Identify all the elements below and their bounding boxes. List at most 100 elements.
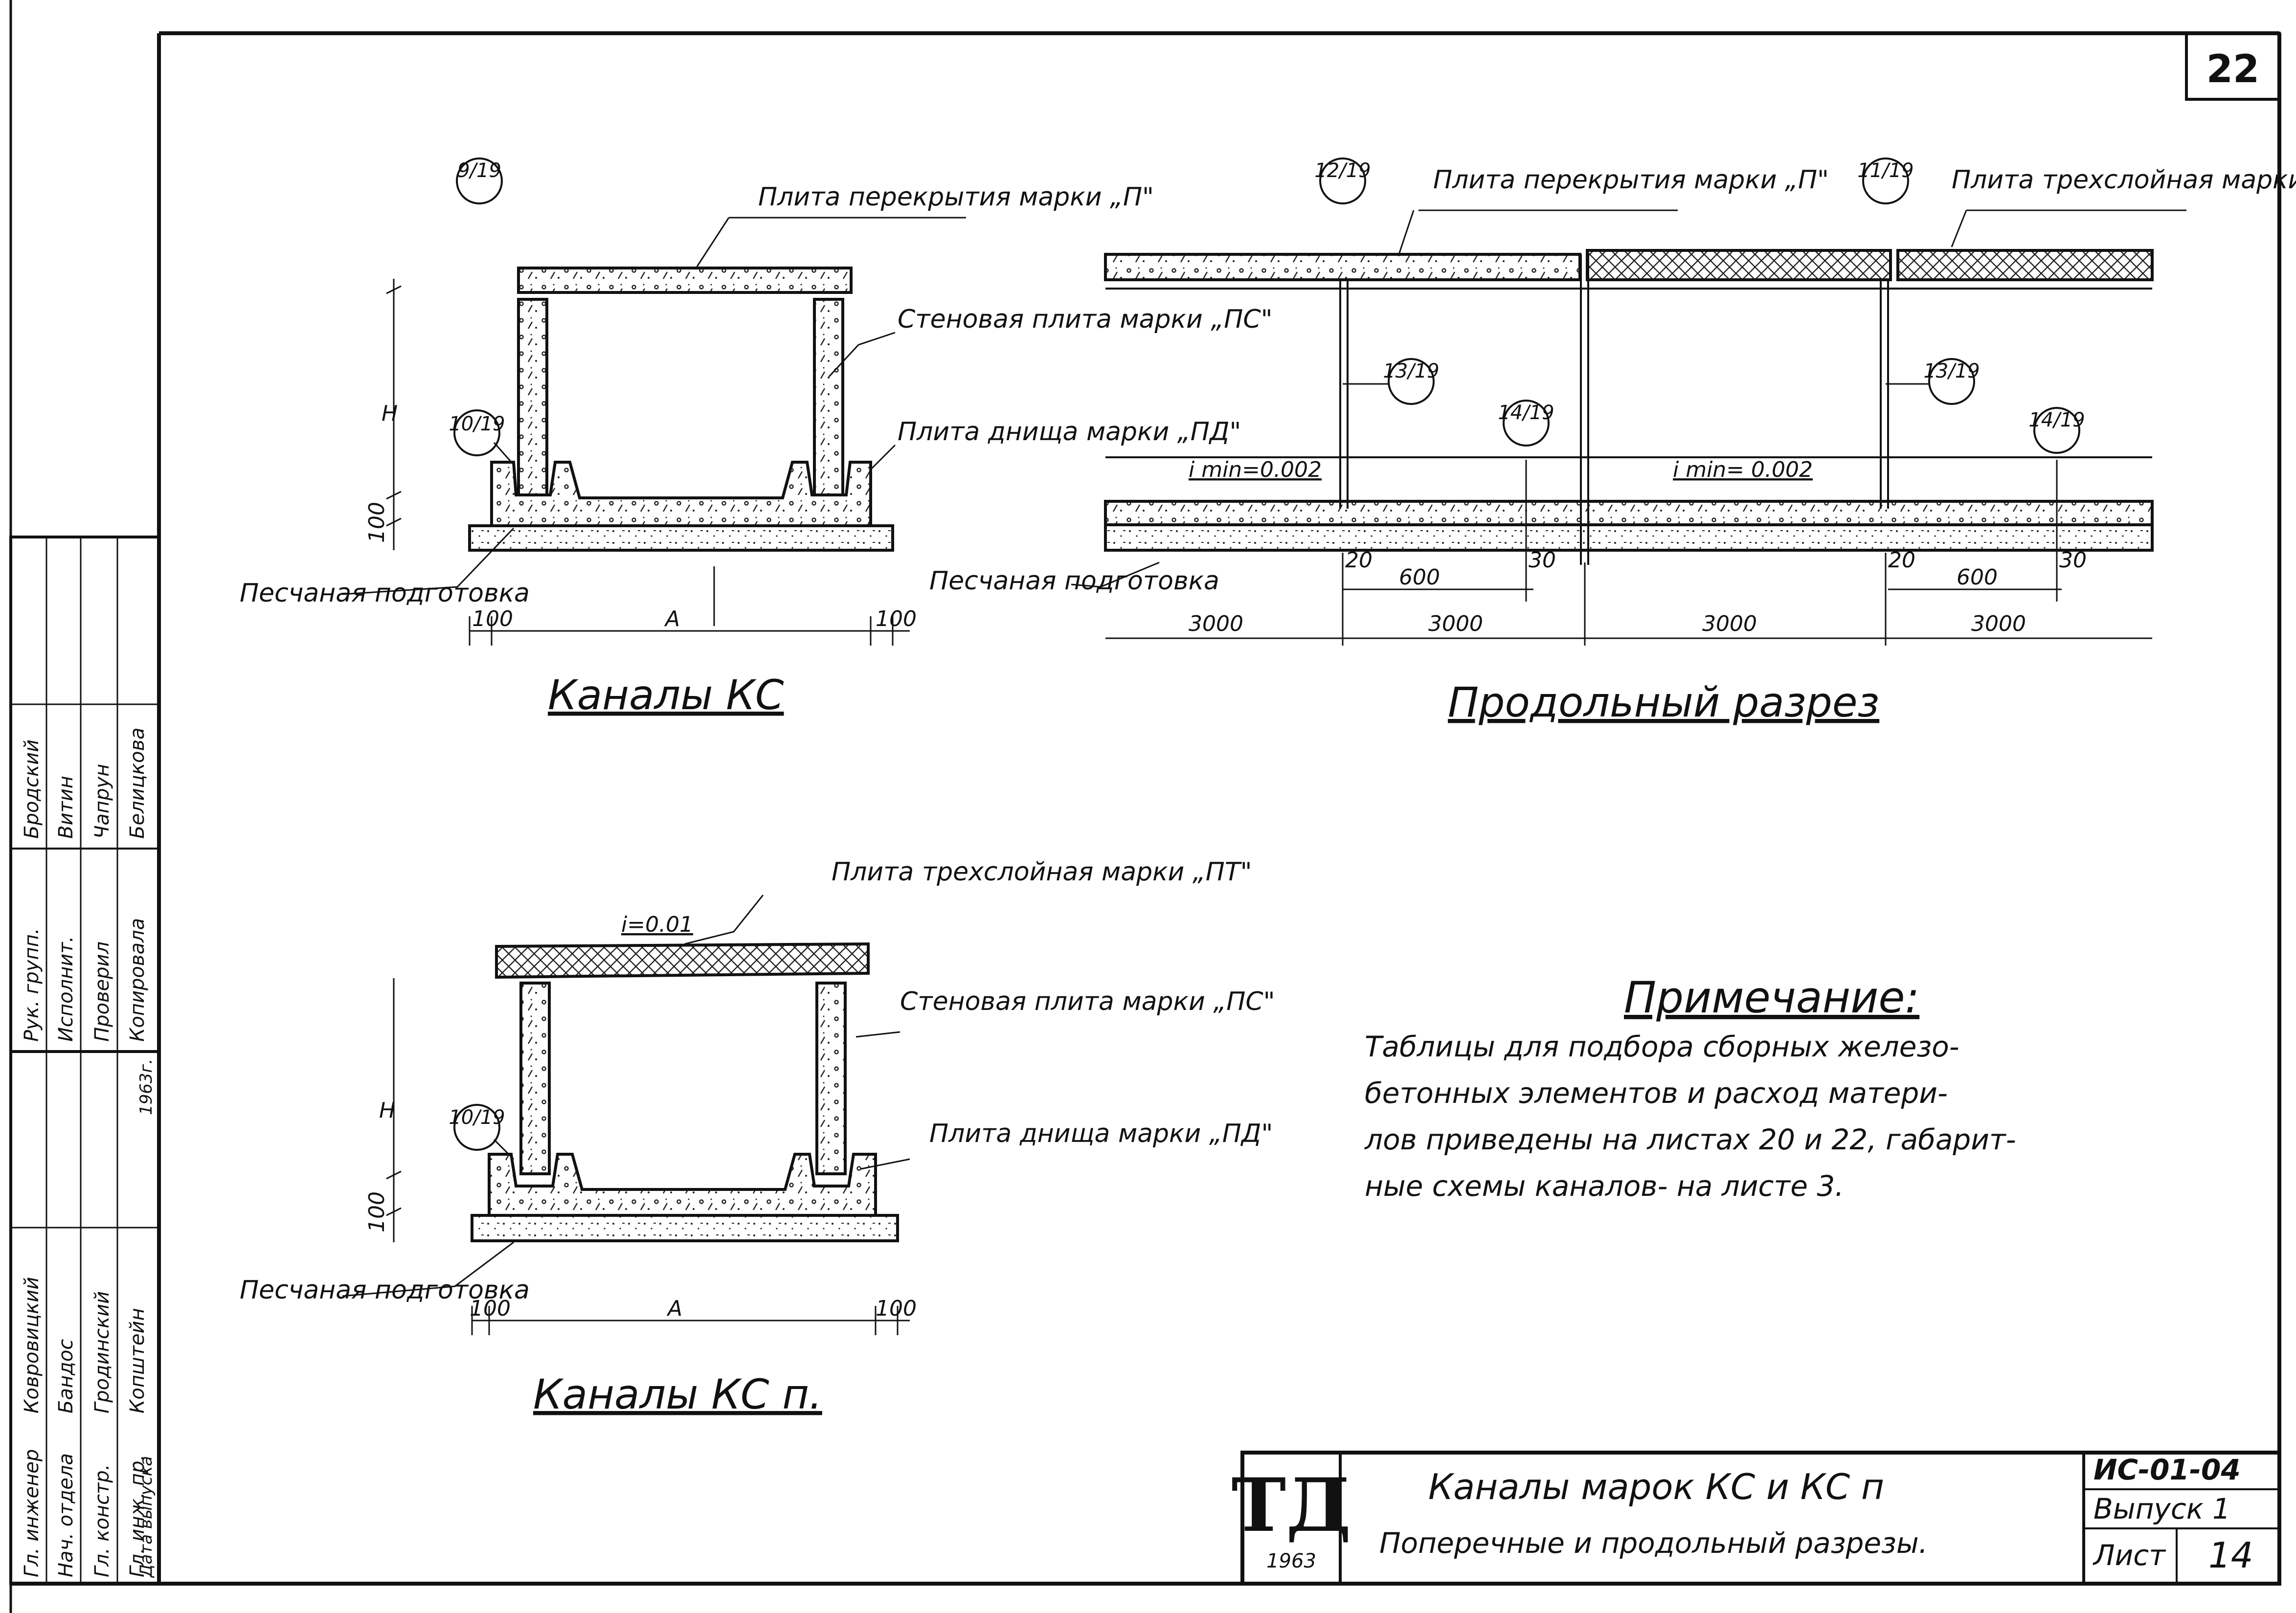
- stamp-role-b-1: Рук. групп.: [21, 928, 43, 1042]
- kcp-label-sand: Песчаная подготовка: [240, 1276, 530, 1305]
- kc-label-bottom: Плита днища марки „ПД": [898, 417, 1241, 447]
- kc-dim-h: Н: [382, 401, 398, 426]
- stamp-role-4: Гл. инж. пр.: [126, 1455, 149, 1577]
- long-title: Продольный разрез: [1448, 678, 1879, 726]
- note-line-3: лов приведены на листах 20 и 22, габарит…: [1364, 1123, 2016, 1156]
- long-dim-mid-6: 30: [2059, 548, 2087, 573]
- long-sand-bed: [1104, 523, 2154, 552]
- stamp-role-b-3: Проверил: [91, 941, 113, 1042]
- kcp-bottom-slab: [488, 1153, 877, 1217]
- stamp-texts: Гл. инженер Нач. отдела Гл. констр. Гл. …: [21, 727, 156, 1578]
- kc-title: Каналы КС: [548, 671, 784, 719]
- title-code: ИС-01-04: [2093, 1453, 2241, 1486]
- note-line-2: бетонных элементов и расход матери-: [1365, 1076, 1948, 1110]
- kcp-title: Каналы КС п.: [533, 1370, 822, 1418]
- long-dim-bottom-2: 3000: [1428, 611, 1483, 636]
- long-cover-three-2: [1896, 249, 2154, 281]
- kc-label-sand: Песчаная подготовка: [240, 579, 530, 608]
- stamp-name-1: Ковровицкий: [21, 1277, 43, 1413]
- kc-cover-slab: [517, 267, 853, 294]
- title-main: Каналы марок КС и КС п: [1428, 1466, 1884, 1507]
- kc-ref-joint: 10/19: [449, 413, 505, 435]
- stamp-name-b-2: Витин: [55, 776, 77, 839]
- kcp-wall-right: [815, 982, 847, 1175]
- note-heading: Примечание:: [1624, 972, 1919, 1023]
- stamp-name-2: Бандос: [55, 1339, 77, 1413]
- kcp-wall-left: [519, 982, 551, 1175]
- kc-label-slab: Плита перекрытия марки „П": [758, 182, 1154, 212]
- title-issue: Выпуск 1: [2093, 1492, 2230, 1525]
- kc-label-wall: Стеновая плита марки „ПС": [898, 305, 1273, 334]
- kc-dim-right: 100: [876, 606, 917, 631]
- stamp-role-1: Гл. инженер: [21, 1449, 43, 1577]
- sheet-number: 22: [2206, 47, 2260, 91]
- note-block: Примечание: Таблицы для подбора сборных …: [1364, 972, 2016, 1203]
- long-bottom-slab: [1104, 500, 2154, 526]
- stamp-role-3: Гл. констр.: [91, 1464, 113, 1577]
- kc-wall-left: [517, 298, 548, 496]
- stamp-copied-name: Белицкова: [126, 727, 149, 839]
- kcp-dim-right: 100: [876, 1296, 917, 1321]
- long-cover-three-1: [1586, 249, 1892, 281]
- stamp-role-2: Нач. отдела: [55, 1453, 77, 1577]
- kcp-sand-bed: [471, 1214, 899, 1242]
- kc-sand-bed: [468, 524, 894, 552]
- stamp-name-3: Гродинский: [91, 1291, 113, 1413]
- title-logo: ТД: [1232, 1462, 1351, 1548]
- stamp-date-label: Дата выпуска: [136, 1456, 156, 1578]
- title-year: 1963: [1266, 1550, 1316, 1572]
- kcp-cover-slab: [495, 942, 870, 979]
- long-dim-bottom-3: 3000: [1702, 611, 1757, 636]
- stamp-name-b-1: Бродский: [21, 739, 43, 839]
- long-dim-mid-2: 600: [1399, 565, 1440, 590]
- section-longitudinal: 12/19 13/19 14/19 11/19 13/19 14/19 Плит…: [929, 157, 2296, 726]
- long-dim-bottom-1: 3000: [1189, 611, 1243, 636]
- long-dim-mid-1: 20: [1345, 548, 1373, 573]
- long-slope-2: i min= 0.002: [1673, 457, 1813, 482]
- kcp-label-three: Плита трехслойная марки „ПТ": [832, 857, 1252, 887]
- long-ref-6: 14/19: [2028, 409, 2085, 431]
- title-sub: Поперечные и продольный разрезы.: [1379, 1526, 1928, 1560]
- title-block: [1240, 1451, 2281, 1586]
- kc-wall-right: [813, 298, 844, 496]
- section-kc: 9/19 10/19 Плита перекрытия марки „П" Ст…: [240, 157, 1273, 719]
- long-dim-mid-3: 30: [1529, 548, 1556, 573]
- long-label-three: Плита трехслойная марки „ПТ": [1952, 165, 2296, 195]
- kc-dim-a: А: [664, 606, 680, 631]
- kcp-label-bottom: Плита днища марки „ПД": [929, 1119, 1273, 1148]
- title-sheet-value: 14: [2208, 1535, 2253, 1576]
- kcp-ref-joint: 10/19: [449, 1106, 505, 1129]
- title-sheet-label: Лист: [2093, 1539, 2166, 1572]
- stamp-date-value: 1963г.: [136, 1059, 156, 1115]
- long-ref-2: 13/19: [1383, 360, 1439, 382]
- long-ref-5: 13/19: [1923, 360, 1980, 382]
- stamp-name-b-3: Чапрун: [91, 764, 113, 839]
- kcp-slope: i=0.01: [621, 912, 693, 937]
- section-kcp: i=0.01 Плита трехслойная марки „ПТ" Стен…: [240, 857, 1275, 1418]
- kc-dim-100-vert: 100: [364, 502, 389, 543]
- long-dim-bottom-4: 3000: [1971, 611, 2026, 636]
- kcp-label-wall: Стеновая плита марки „ПС": [900, 987, 1275, 1016]
- long-label-sand: Песчаная подготовка: [929, 566, 1219, 596]
- stamp-role-b-2: Исполнит.: [55, 936, 77, 1042]
- kcp-dim-left: 100: [470, 1296, 511, 1321]
- stamp-name-4: Копштейн: [126, 1308, 149, 1413]
- stamp-copied-label: Копировала: [126, 918, 149, 1042]
- long-ref-1: 12/19: [1314, 159, 1371, 182]
- long-dim-mid-4: 20: [1888, 548, 1915, 573]
- kc-dim-left: 100: [472, 606, 513, 631]
- kc-ref-top: 9/19: [457, 159, 501, 182]
- long-ref-3: 14/19: [1498, 402, 1554, 424]
- long-dim-mid-5: 600: [1957, 565, 1998, 590]
- kc-bottom-slab: [490, 461, 872, 527]
- kcp-dim-100-vert: 100: [364, 1191, 389, 1232]
- kcp-dim-a: А: [666, 1296, 682, 1321]
- sheet-frame: [9, 0, 2281, 1613]
- long-ref-4: 11/19: [1857, 159, 1913, 182]
- note-line-1: Таблицы для подбора сборных железо-: [1365, 1030, 1959, 1063]
- long-slope-1: i min=0.002: [1189, 457, 1322, 482]
- left-stamp: [9, 536, 160, 1585]
- note-line-4: ные схемы каналов- на листе 3.: [1365, 1169, 1844, 1203]
- kcp-dim-h: Н: [379, 1098, 395, 1123]
